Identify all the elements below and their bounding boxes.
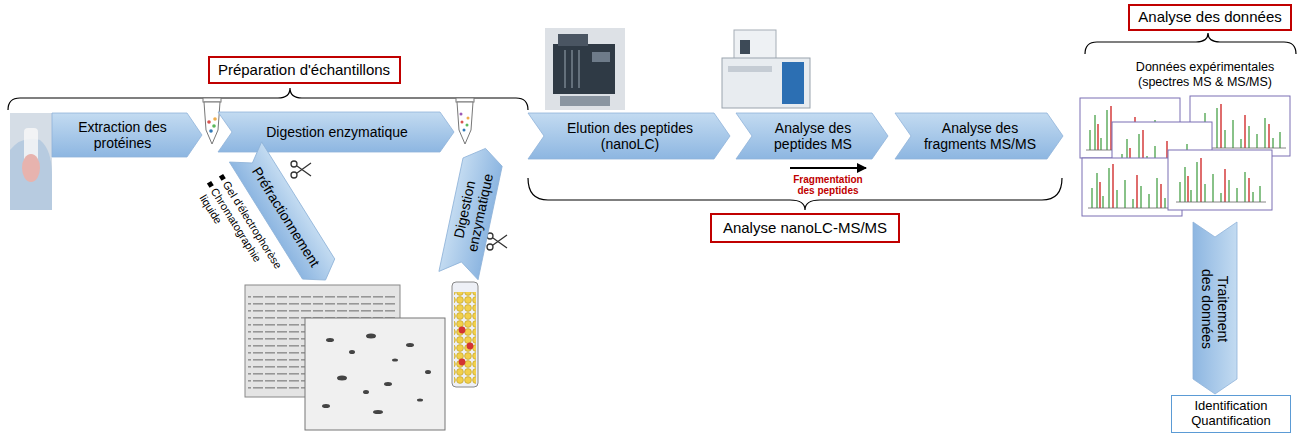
gel-spots	[322, 334, 431, 415]
process-arrow: Digestion enzymatique	[218, 112, 454, 152]
bead	[459, 359, 466, 366]
arrow-outline	[439, 144, 505, 279]
scissors-ring	[291, 172, 297, 178]
nanolc-instrument	[545, 28, 625, 110]
dot	[463, 129, 466, 132]
photo-ground	[10, 113, 52, 210]
dot	[212, 124, 216, 128]
bead	[467, 343, 474, 350]
bullet-marker	[219, 174, 226, 181]
lc-column	[452, 282, 478, 387]
bullet-marker	[207, 181, 214, 188]
tube-icon	[456, 98, 474, 144]
arrow-outline	[218, 112, 454, 152]
tube-body	[204, 102, 220, 144]
section-title-box: Analyse des données	[1128, 4, 1292, 31]
tubing	[565, 50, 579, 88]
node-text: Extraction des protéines	[68, 119, 178, 151]
ms-source	[734, 30, 776, 60]
spectrum-frame	[1168, 150, 1272, 210]
dot	[467, 117, 470, 120]
section-title-box: Analyse nanoLC-MS/MS	[710, 213, 900, 243]
label-text: Fragmentation des peptides	[788, 174, 868, 196]
mass-spectrometer	[722, 30, 810, 108]
column-body	[452, 282, 478, 387]
node-text: Traitement des données	[1199, 265, 1231, 353]
arrow-outline	[1193, 222, 1237, 394]
spectrum-peaks	[1088, 164, 1178, 208]
ms-panel	[782, 62, 804, 104]
node-text: Identification Quantification	[1181, 399, 1281, 429]
section-title: Préparation d'échantillons	[218, 61, 390, 78]
tube-icon	[203, 98, 221, 144]
node-text: Digestion enzymatique	[266, 124, 408, 140]
tissue	[22, 154, 40, 182]
process-arrow: Analyse des peptides MS	[736, 113, 888, 159]
bracket	[1085, 33, 1296, 54]
instrument-panel	[592, 52, 610, 62]
arrow-outline	[52, 113, 202, 157]
ms-body	[722, 58, 810, 108]
result-box: Identification Quantification	[1171, 395, 1291, 433]
instrument-top	[558, 34, 588, 46]
dot	[460, 113, 463, 116]
section-title-box: Préparation d'échantillons	[208, 56, 401, 84]
scissors-ring	[291, 161, 297, 167]
process-arrow: Traitement des données	[1193, 222, 1237, 394]
ms-stripe	[728, 66, 772, 72]
dot	[213, 117, 217, 121]
gel-images	[245, 285, 445, 430]
instrument-body	[553, 44, 615, 94]
dot	[466, 124, 469, 127]
section-title: Analyse nanoLC-MS/MS	[723, 219, 887, 236]
annotation: Fragmentation des peptides	[788, 174, 868, 196]
node-text: Analyse des fragments MS/MS	[918, 120, 1043, 152]
dot	[209, 129, 213, 133]
instrument-base	[560, 96, 610, 106]
figure-caption: Données expérimentales (spectres MS & MS…	[1125, 60, 1285, 90]
gel-2d	[305, 318, 445, 430]
scissors-icon	[291, 161, 311, 178]
label-text: Données expérimentales (spectres MS & MS…	[1125, 60, 1285, 90]
arrow-outline	[895, 113, 1063, 159]
process-arrow: Analyse des fragments MS/MS	[895, 113, 1063, 159]
bracket	[8, 88, 528, 110]
tube-lid	[456, 98, 474, 102]
spectrum-peaks	[1176, 158, 1266, 202]
ms-detail	[740, 40, 750, 54]
column-beads	[454, 292, 476, 384]
scissors-blade	[297, 163, 311, 176]
process-arrow: Extraction des protéines	[52, 113, 202, 157]
arrow-outline	[528, 113, 730, 159]
tube-body	[457, 102, 473, 144]
node-text: Elution des peptides (nanoLC)	[555, 120, 705, 152]
sample-photo	[10, 113, 52, 210]
process-arrow: Elution des peptides (nanoLC)	[528, 113, 730, 159]
bead	[459, 327, 466, 334]
section-title: Analyse des données	[1138, 8, 1281, 25]
scissors-icon	[487, 233, 507, 250]
spectra-stack	[1080, 96, 1290, 216]
scissors-ring	[487, 244, 493, 250]
dot	[207, 120, 211, 124]
process-arrow: Digestion enzymatique	[439, 144, 505, 279]
arrow-outline	[736, 113, 888, 159]
node-text: Analyse des peptides MS	[763, 120, 863, 152]
tube-lid	[203, 98, 221, 102]
photo-ground	[545, 28, 625, 110]
fragmentation-arrow	[790, 167, 866, 169]
spectrum-frame	[1082, 158, 1182, 216]
scissors-blade	[493, 235, 507, 248]
dot	[461, 121, 464, 124]
